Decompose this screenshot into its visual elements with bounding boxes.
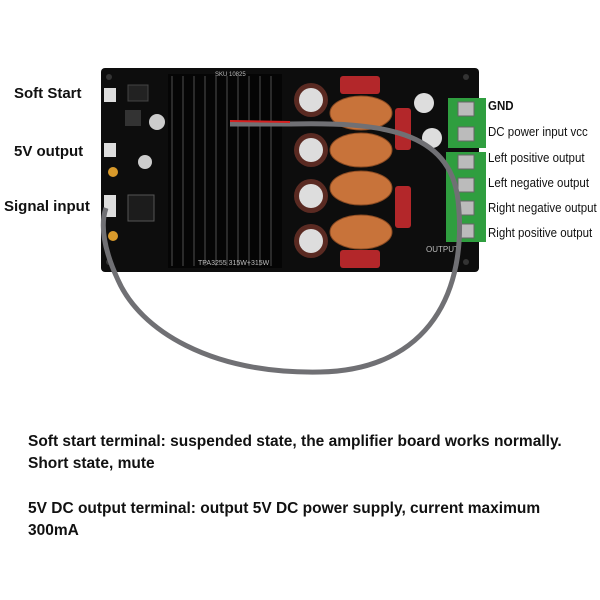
mount-hole	[106, 74, 112, 80]
toroid-inductors	[329, 95, 393, 250]
component	[108, 231, 118, 241]
five-v-description: 5V DC output terminal: output 5V DC powe…	[28, 500, 541, 539]
component	[138, 155, 152, 169]
sku-silkscreen: SKU 10825	[215, 72, 246, 78]
output-silkscreen: OUTPUT	[426, 245, 459, 254]
soft-start-description: Soft start terminal: suspended state, th…	[28, 433, 562, 472]
terminal-label-right-negative: Right negative output	[488, 201, 597, 215]
component	[149, 114, 165, 130]
heatsink	[168, 74, 282, 268]
electrolytic-capacitors	[294, 83, 442, 258]
film-capacitors	[340, 76, 411, 268]
terminal-screws	[457, 101, 475, 239]
component	[108, 167, 118, 177]
mount-hole	[463, 74, 469, 80]
terminal-label-vcc: DC power input vcc	[488, 125, 588, 139]
mount-hole	[463, 259, 469, 265]
signal-input-label: Signal input	[4, 198, 90, 215]
terminal-label-left-negative: Left negative output	[488, 176, 590, 190]
inductor-small	[125, 110, 141, 126]
five-v-output-label: 5V output	[14, 143, 84, 160]
heatsink-fins	[171, 76, 272, 266]
model-silkscreen: TPA3255 315W+315W	[198, 260, 270, 267]
terminal-label-gnd: GND	[488, 99, 514, 113]
chip	[127, 194, 155, 222]
chip	[127, 84, 149, 102]
terminal-label-right-positive: Right positive output	[488, 226, 593, 240]
five-v-connector	[104, 143, 116, 157]
red-wire	[229, 120, 291, 123]
soft-start-connector	[104, 88, 116, 102]
signal-cable	[100, 121, 463, 375]
terminal-label-left-positive: Left positive output	[488, 151, 585, 165]
soft-start-label: Soft Start	[14, 85, 82, 102]
